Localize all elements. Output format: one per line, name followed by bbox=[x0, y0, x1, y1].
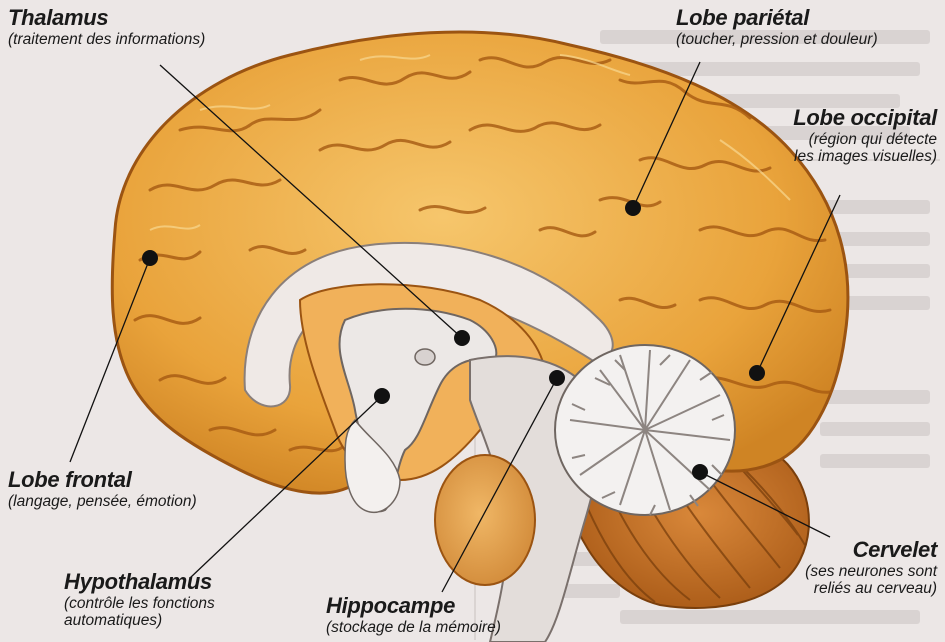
frontal-desc: (langage, pensée, émotion) bbox=[8, 493, 197, 510]
occipital-title: Lobe occipital bbox=[793, 106, 937, 131]
parietal-title: Lobe pariétal bbox=[676, 6, 878, 31]
label-cervelet: Cervelet (ses neurones sont reliés au ce… bbox=[805, 538, 937, 597]
hippocampe-desc: (stockage de la mémoire) bbox=[326, 619, 501, 636]
label-occipital: Lobe occipital (région qui détecte les i… bbox=[793, 106, 937, 165]
occipital-marker bbox=[749, 365, 765, 381]
thalamus-marker bbox=[454, 330, 470, 346]
hypothalamus-desc-1: (contrôle les fonctions bbox=[64, 595, 215, 612]
hypothalamus-desc-2: automatiques) bbox=[64, 612, 215, 629]
thalamus-desc: (traitement des informations) bbox=[8, 31, 205, 48]
pons bbox=[435, 455, 535, 585]
occipital-desc-2: les images visuelles) bbox=[793, 148, 937, 165]
label-hippocampe: Hippocampe (stockage de la mémoire) bbox=[326, 594, 501, 636]
frontal-marker bbox=[142, 250, 158, 266]
hypothalamus-marker bbox=[374, 388, 390, 404]
thalamus-title: Thalamus bbox=[8, 6, 205, 31]
label-frontal: Lobe frontal (langage, pensée, émotion) bbox=[8, 468, 197, 510]
cervelet-desc-2: reliés au cerveau) bbox=[805, 580, 937, 597]
hypothalamus-title: Hypothalamus bbox=[64, 570, 215, 595]
cervelet-desc-1: (ses neurones sont bbox=[805, 563, 937, 580]
cervelet-marker bbox=[692, 464, 708, 480]
frontal-title: Lobe frontal bbox=[8, 468, 197, 493]
arbor-vitae bbox=[555, 345, 735, 515]
parietal-desc: (toucher, pression et douleur) bbox=[676, 31, 878, 48]
cervelet-title: Cervelet bbox=[805, 538, 937, 563]
label-hypothalamus: Hypothalamus (contrôle les fonctions aut… bbox=[64, 570, 215, 629]
parietal-marker bbox=[625, 200, 641, 216]
label-thalamus: Thalamus (traitement des informations) bbox=[8, 6, 205, 48]
label-parietal: Lobe pariétal (toucher, pression et doul… bbox=[676, 6, 878, 48]
hippocampe-title: Hippocampe bbox=[326, 594, 501, 619]
occipital-desc-1: (région qui détecte bbox=[793, 131, 937, 148]
hippocampe-marker bbox=[549, 370, 565, 386]
